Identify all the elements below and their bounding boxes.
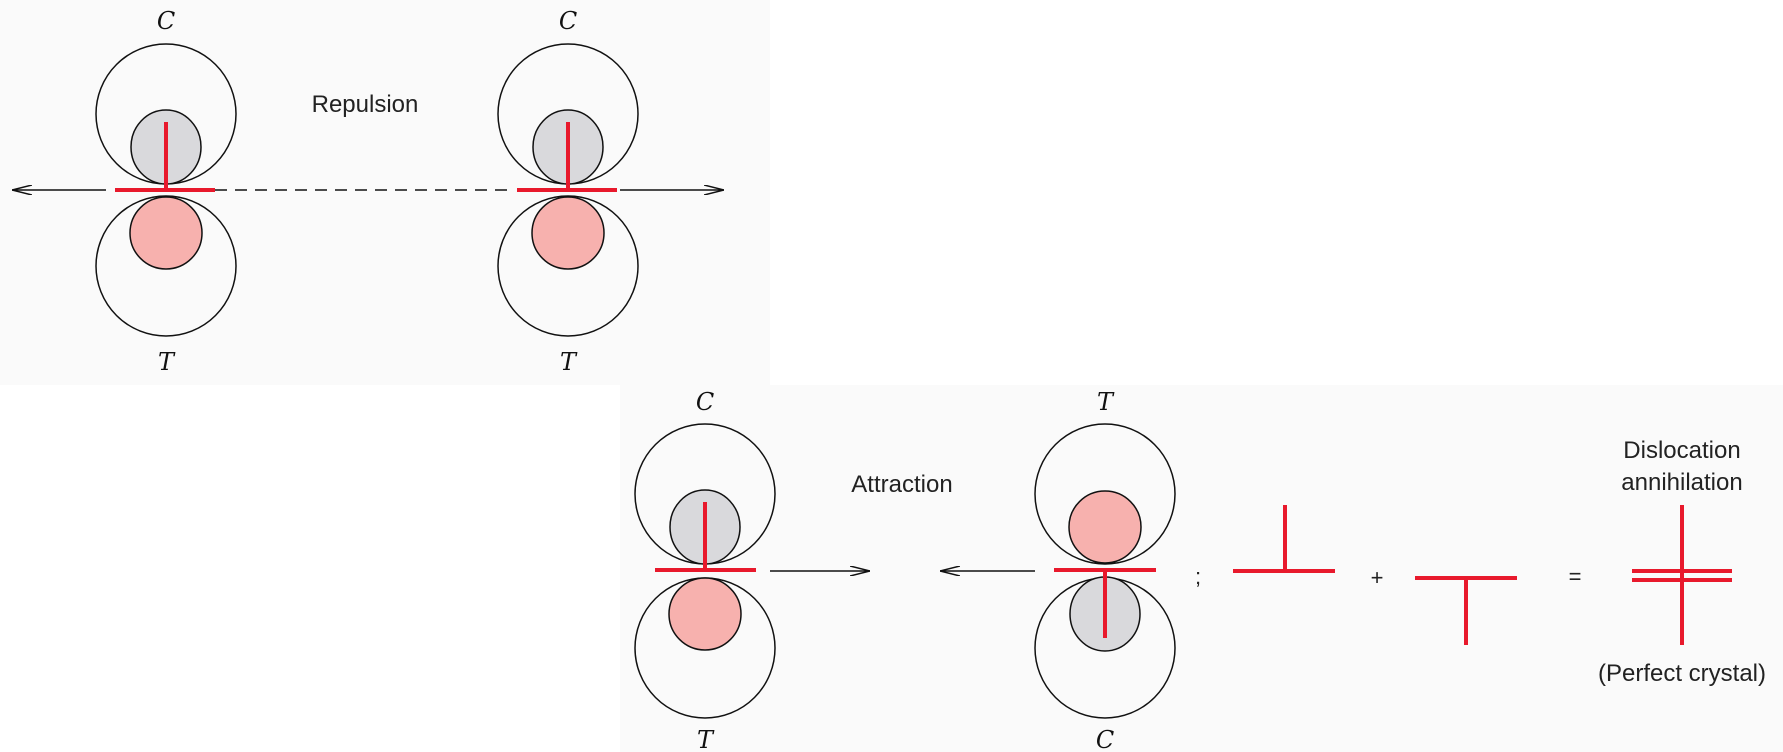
top-panel-background: [0, 0, 770, 385]
attraction-label: Attraction: [851, 471, 952, 498]
compression-label: C: [696, 388, 714, 416]
top-left-edge-dislocation: C T: [95, 7, 237, 376]
compression-label: C: [1096, 726, 1114, 752]
annihilation-label-line2: annihilation: [1621, 469, 1742, 496]
tension-region: [129, 196, 203, 270]
annihilated-dislocation-symbol: [1632, 505, 1732, 645]
tension-field-outline: [1034, 423, 1176, 565]
perfect-crystal-caption: (Perfect crystal): [1598, 660, 1766, 687]
equals-sign: =: [1569, 564, 1582, 589]
positive-edge-dislocation-symbol: [1233, 505, 1335, 573]
compression-label: C: [559, 7, 577, 35]
compression-label: C: [157, 7, 175, 35]
tension-field-outline: [95, 195, 237, 337]
annihilation-label-line1: Dislocation: [1623, 437, 1740, 464]
tension-region: [1068, 490, 1142, 564]
top-panel: C T C T Repulsion: [12, 7, 724, 376]
separator-semicolon: ;: [1195, 564, 1201, 589]
repulsion-label: Repulsion: [312, 91, 419, 118]
bottom-right-edge-dislocation: T C: [1034, 388, 1176, 752]
tension-region: [531, 196, 605, 270]
negative-edge-dislocation-symbol: [1415, 576, 1517, 645]
bottom-panel: C T T C Attraction ; + =: [634, 388, 1766, 752]
tension-region: [668, 577, 742, 651]
tension-field-outline: [497, 195, 639, 337]
tension-label: T: [1097, 388, 1115, 416]
plus-sign: +: [1371, 565, 1384, 590]
tension-label: T: [560, 348, 578, 376]
tension-label: T: [697, 726, 715, 752]
top-right-edge-dislocation: C T: [497, 7, 639, 376]
bottom-left-edge-dislocation: C T: [634, 388, 776, 752]
tension-label: T: [158, 348, 176, 376]
bottom-panel-background: [620, 385, 1783, 752]
